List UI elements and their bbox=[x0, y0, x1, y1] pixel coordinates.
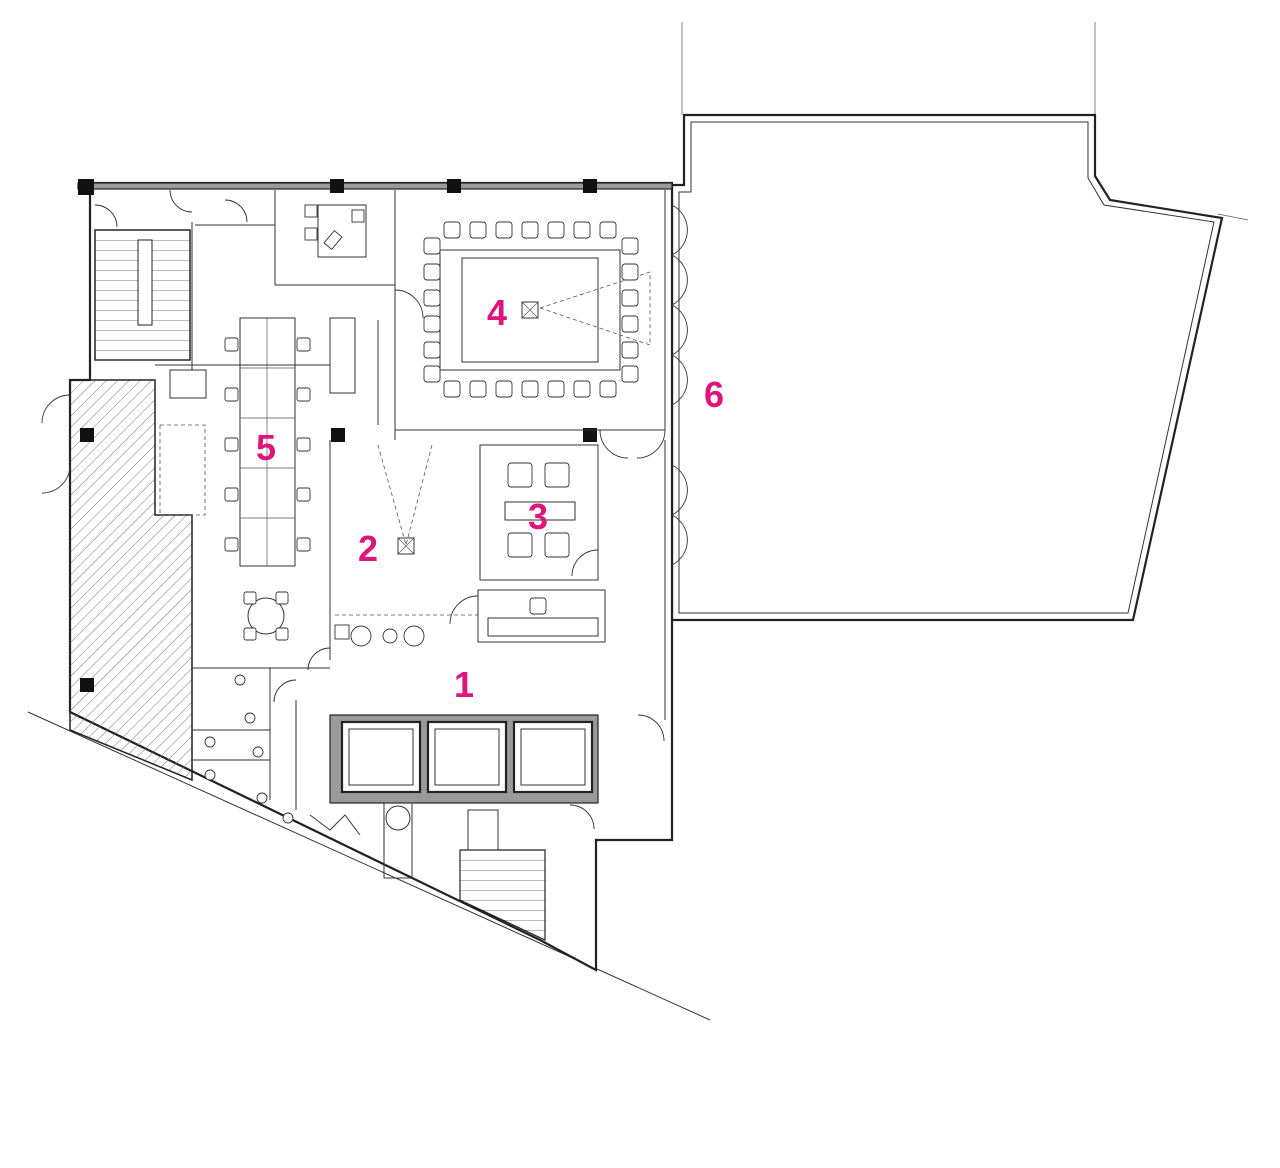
open-workspace bbox=[159, 317, 356, 641]
terrace-doors bbox=[599, 204, 688, 566]
stair-south bbox=[309, 802, 546, 941]
room-2-space bbox=[335, 444, 479, 625]
columns bbox=[78, 179, 597, 442]
doors bbox=[41, 189, 665, 830]
stair-northwest bbox=[94, 229, 191, 361]
office-room bbox=[304, 204, 367, 258]
lounge-room bbox=[479, 444, 599, 581]
workspace-chairs bbox=[224, 337, 311, 552]
lobby-seating bbox=[334, 624, 425, 647]
room-label-5: 5 bbox=[256, 427, 276, 468]
interior-walls bbox=[155, 190, 666, 810]
room-label-3: 3 bbox=[528, 496, 548, 537]
room-label-4: 4 bbox=[487, 292, 507, 333]
room-labels: 1 2 3 4 5 6 bbox=[256, 292, 724, 705]
conference-room bbox=[423, 221, 651, 398]
room-label-6: 6 bbox=[704, 374, 724, 415]
elevator-core bbox=[329, 714, 599, 804]
room-label-1: 1 bbox=[454, 664, 474, 705]
conference-chairs bbox=[423, 221, 639, 398]
reception-desk bbox=[477, 589, 606, 643]
room-label-2: 2 bbox=[358, 528, 378, 569]
terrace-outline bbox=[670, 113, 1224, 622]
toilets bbox=[204, 647, 331, 824]
